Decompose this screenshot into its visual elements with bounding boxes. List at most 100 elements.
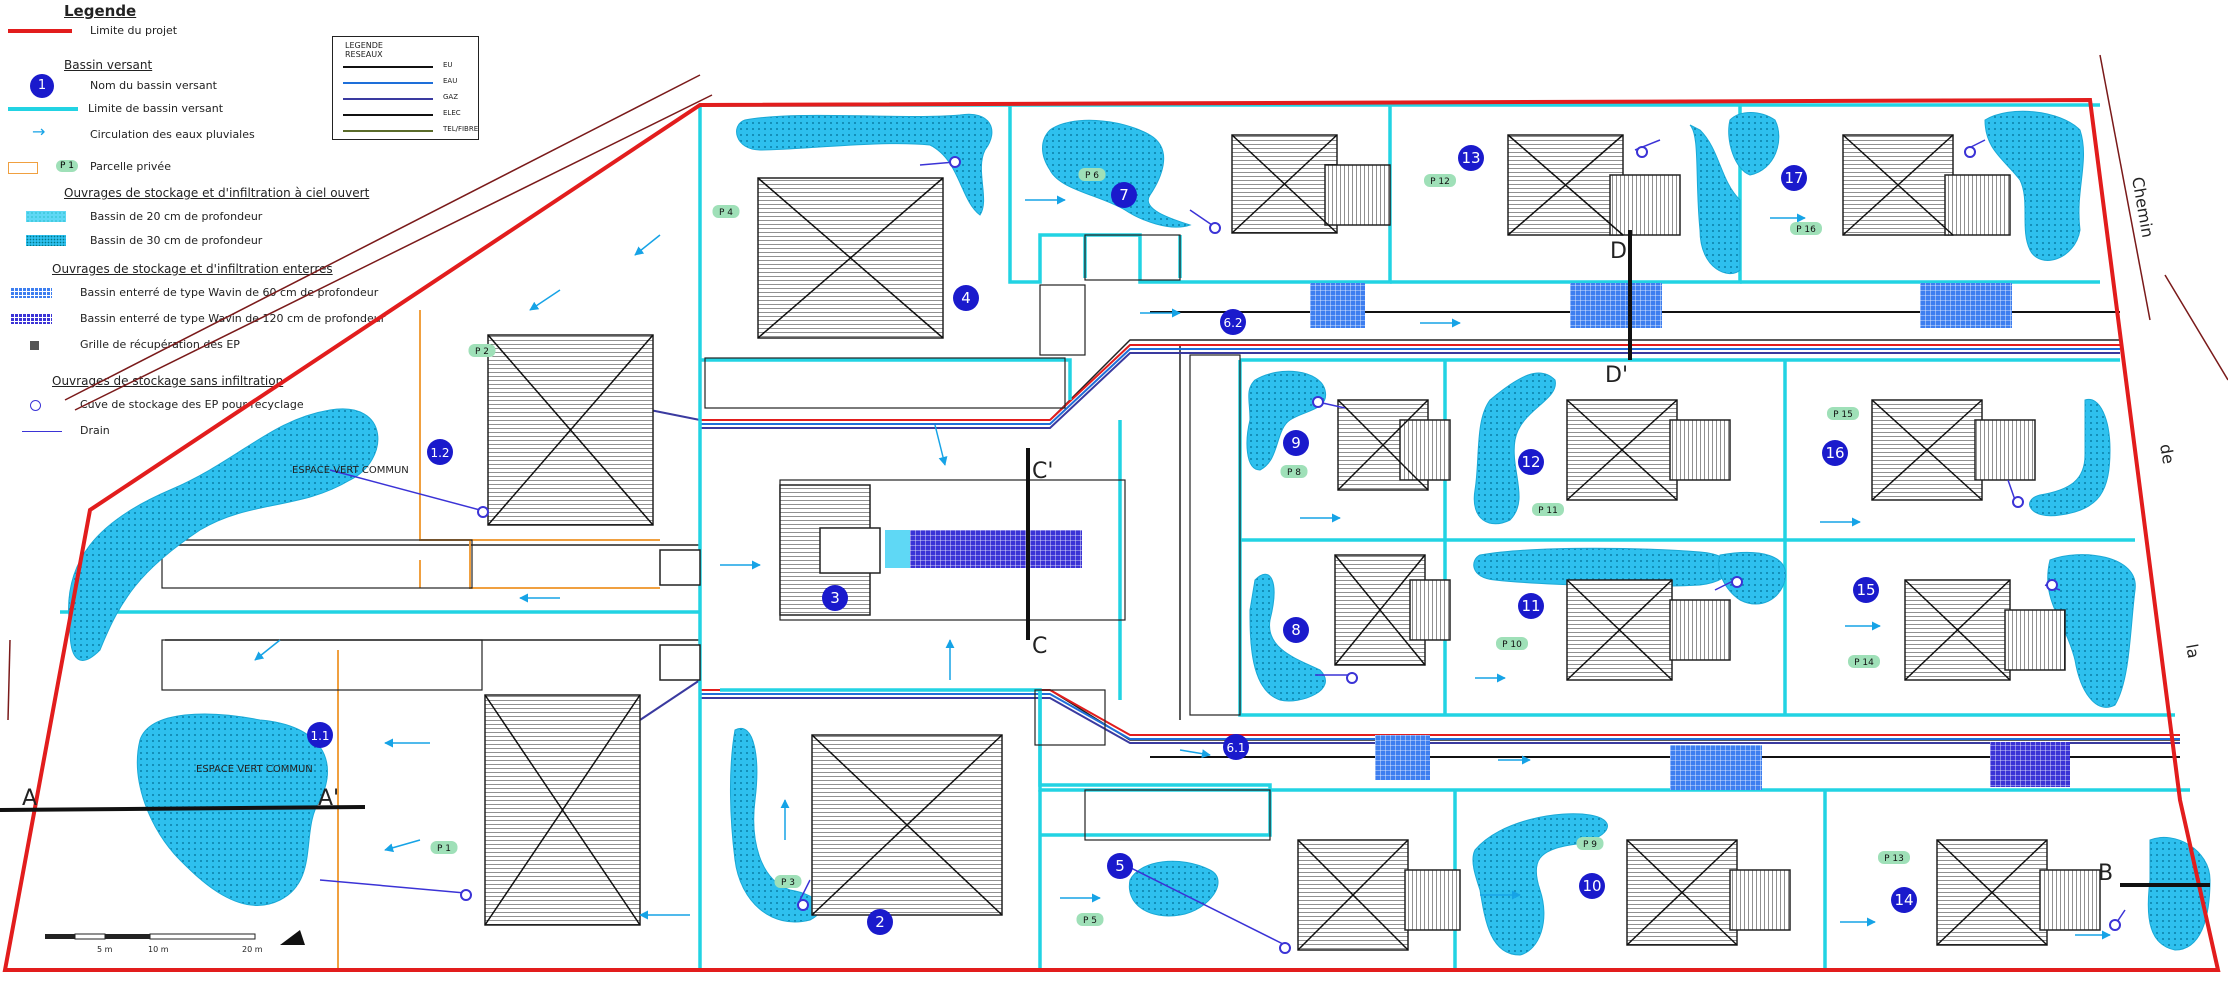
- parcel-tag: P 9: [1576, 837, 1604, 850]
- parcel-tag-label: P 14: [1854, 658, 1874, 668]
- legend-row-project-limit: Limite du projet: [0, 20, 340, 42]
- wavin-60-label: Bassin enterré de type Wavin de 60 cm de…: [80, 286, 379, 299]
- watershed-marker-label: 5: [1115, 857, 1125, 875]
- storage-tank: [460, 889, 472, 901]
- parcel-tag-label: P 5: [1083, 916, 1097, 926]
- building: [484, 134, 2048, 951]
- watershed-marker-label: 1.2: [430, 446, 449, 460]
- parcel-tag-label: P 10: [1502, 640, 1522, 650]
- legend-row-tank: Cuve de stockage des EP pour recyclage: [0, 396, 340, 418]
- storage-tank: [1312, 396, 1324, 408]
- storage-tank: [1731, 576, 1743, 588]
- building-wing: [1324, 164, 2101, 931]
- legend-row-watershed-limit: Limite de bassin versant: [0, 98, 340, 120]
- section-label-b: B: [2098, 861, 2113, 886]
- parcel-tag-label: P 12: [1430, 177, 1450, 187]
- parcel-tag: P 11: [1532, 503, 1564, 516]
- grille-symbol: [30, 341, 39, 350]
- legend-row-rain-flow: → Circulation des eaux pluviales: [0, 122, 340, 146]
- legend-row-wavin-60: Bassin enterré de type Wavin de 60 cm de…: [0, 284, 378, 306]
- buildings: [484, 134, 2101, 951]
- watershed-marker: 10: [1579, 873, 1605, 899]
- parcel-tag: P 3: [774, 875, 802, 888]
- parcel-tags: P 1P 2P 3P 4P 5P 6P 8P 9P 10P 11P 12P 13…: [430, 168, 1910, 926]
- rain-flow-arrows: [254, 195, 2111, 940]
- watershed-marker: 17: [1781, 165, 1807, 191]
- watershed-marker-label: 11: [1521, 597, 1540, 615]
- watershed-name-label: Nom du bassin versant: [90, 79, 217, 92]
- watershed-marker: 4: [953, 285, 979, 311]
- watershed-marker: 5: [1107, 853, 1133, 879]
- wavin-120-label: Bassin enterré de type Wavin de 120 cm d…: [80, 312, 386, 325]
- central-parking-structure: [659, 484, 881, 681]
- section-label-c: C: [1032, 634, 1047, 659]
- legend-row-basin-30: Bassin de 30 cm de profondeur: [0, 232, 340, 254]
- parcel-tag-label: P 13: [1884, 854, 1904, 864]
- project-limit-label: Limite du projet: [90, 24, 178, 37]
- parcel-tag-label: P 9: [1583, 840, 1597, 850]
- storage-tank: [2109, 919, 2121, 931]
- parcel-tag: P 6: [1078, 168, 1106, 181]
- legend-row-basin-20: Bassin de 20 cm de profondeur: [0, 208, 340, 230]
- watershed-marker: 11: [1518, 593, 1544, 619]
- network-row: EAU: [343, 77, 471, 87]
- watershed-marker-label: 17: [1784, 169, 1803, 187]
- street-name-word: de: [2156, 442, 2178, 465]
- watershed-marker: 14: [1891, 887, 1917, 913]
- legend-title: Legende: [64, 2, 137, 20]
- watershed-marker: 15: [1853, 577, 1879, 603]
- watershed-number-symbol: 1: [30, 74, 54, 98]
- project-limit-symbol: [8, 29, 72, 33]
- parcel-tag-label: P 4: [719, 208, 733, 218]
- watershed-marker: 1.1: [307, 722, 333, 748]
- drain-label: Drain: [80, 424, 110, 437]
- storage-tank: [477, 506, 489, 518]
- watershed-marker: 6.2: [1220, 309, 1246, 335]
- parcel-tag: P 12: [1424, 174, 1456, 187]
- roof-ridges: [484, 134, 2048, 951]
- section-lines: [0, 230, 2210, 887]
- storage-tank: [1636, 146, 1648, 158]
- basin-30-label: Bassin de 30 cm de profondeur: [90, 234, 263, 247]
- watershed-marker-label: 1.1: [310, 729, 329, 743]
- network-row: GAZ: [343, 93, 471, 103]
- watershed-marker: 12: [1518, 449, 1544, 475]
- section-labels: A A' B C C' D D': [22, 239, 2113, 886]
- watershed-heading: Bassin versant: [64, 58, 153, 72]
- watershed-marker: 16: [1822, 440, 1848, 466]
- tank-label: Cuve de stockage des EP pour recyclage: [80, 398, 304, 411]
- wavin-120-symbol: [10, 313, 52, 324]
- parcel-tag: P 16: [1790, 222, 1822, 235]
- parcel-tag: P 14: [1848, 655, 1880, 668]
- watershed-marker-label: 2: [875, 913, 885, 931]
- scale-bar-label: 10 m: [148, 945, 169, 954]
- arrow-right-icon: →: [32, 122, 46, 141]
- watershed-marker-label: 3: [830, 589, 840, 607]
- project-limit: [2, 97, 2221, 972]
- wavin-basins: [885, 283, 2070, 790]
- scale-bar-label: 20 m: [242, 945, 263, 954]
- section-label-c-prime: C': [1032, 459, 1053, 484]
- watershed-marker-label: 4: [961, 289, 971, 307]
- watershed-marker: 13: [1458, 145, 1484, 171]
- buried-heading: Ouvrages de stockage et d'infiltration e…: [52, 262, 333, 276]
- parcel-tag: P 10: [1496, 637, 1528, 650]
- parcel-tag-label: P 8: [1287, 468, 1301, 478]
- watershed-marker: 6.1: [1223, 734, 1249, 760]
- storage-tanks: [460, 146, 2121, 954]
- watershed-marker: 2: [867, 909, 893, 935]
- parcel-tag-label: P 15: [1833, 410, 1853, 420]
- watershed-marker-label: 14: [1894, 891, 1913, 909]
- parcel-tag-symbol: P 1: [56, 160, 79, 172]
- watershed-limit-label: Limite de bassin versant: [88, 102, 224, 115]
- watershed-marker-label: 8: [1291, 621, 1301, 639]
- scale-bar-label: 5 m: [97, 945, 113, 954]
- parcel-tag-label: P 2: [475, 347, 489, 357]
- watershed-marker: 3: [822, 585, 848, 611]
- tank-symbol: [30, 400, 41, 411]
- storage-tank: [1346, 672, 1358, 684]
- network-row: EU: [343, 61, 471, 71]
- parcel-tag-label: P 6: [1085, 171, 1099, 181]
- basin-20-symbol: [26, 211, 66, 222]
